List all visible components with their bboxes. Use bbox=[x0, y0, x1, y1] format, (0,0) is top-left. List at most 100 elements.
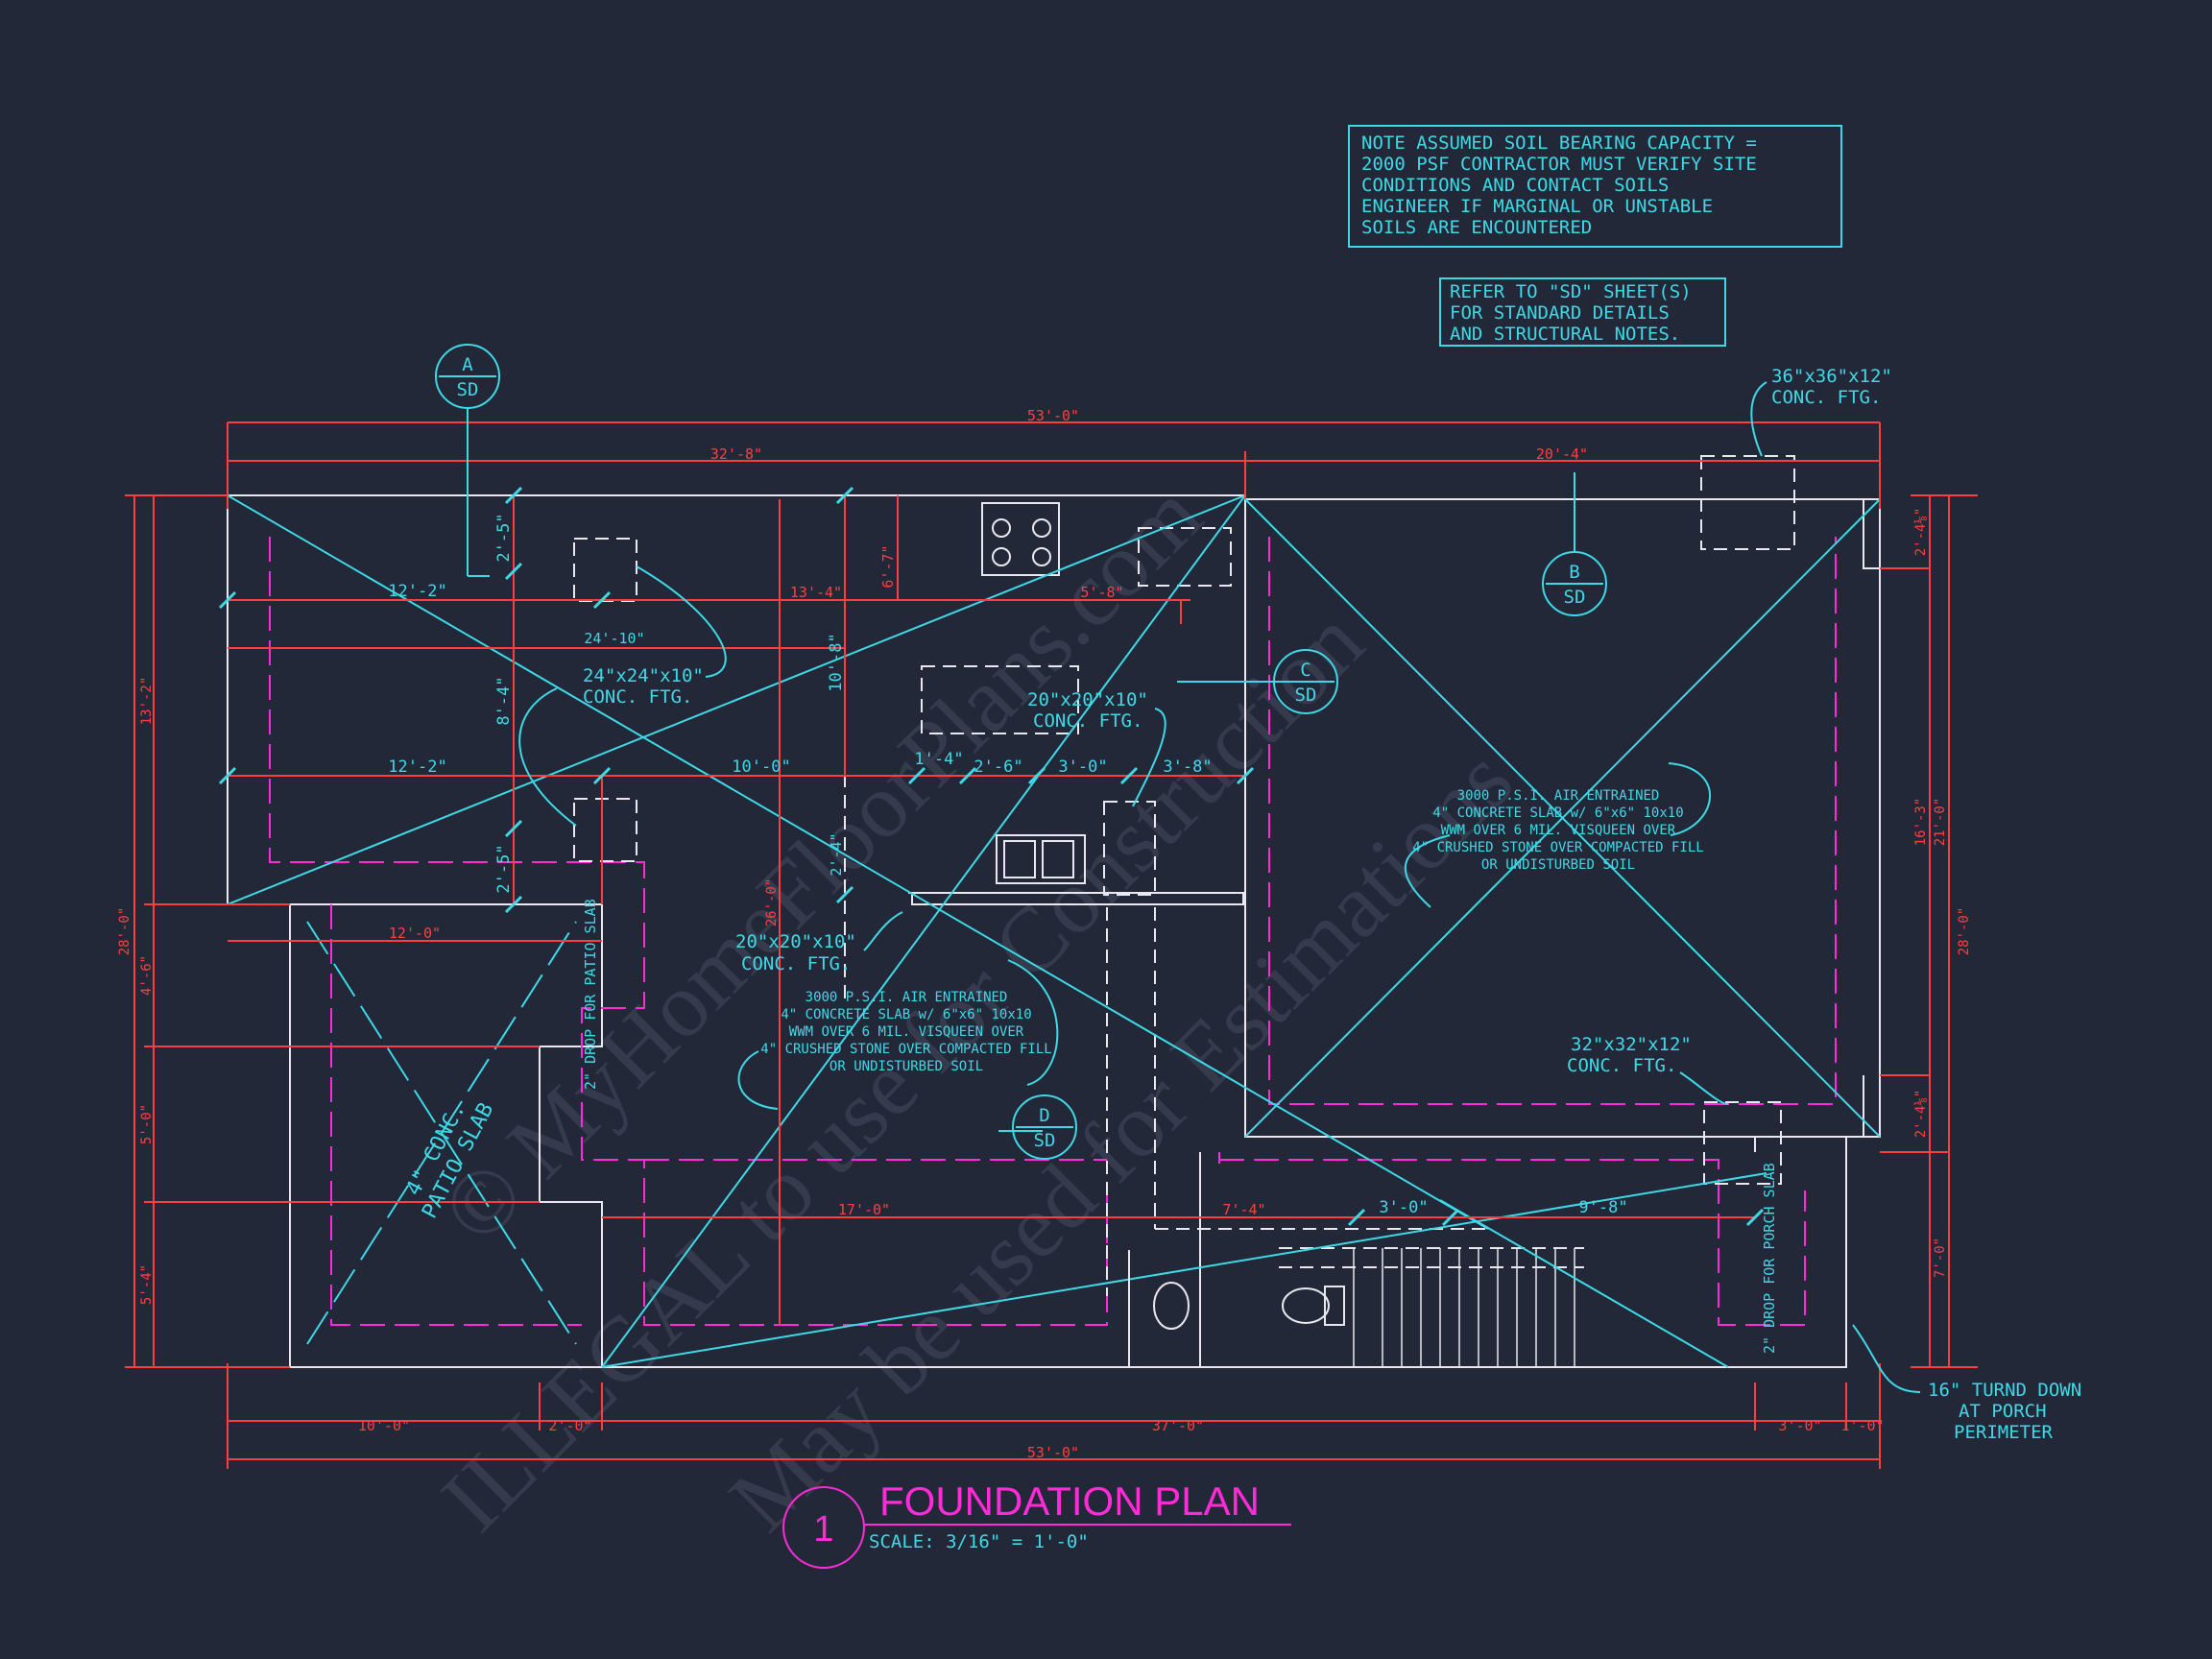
porch-drop-note: 2" DROP FOR PORCH SLAB bbox=[1761, 1163, 1778, 1354]
dim-label: 32'-8" bbox=[710, 445, 762, 463]
footing-label: CONC. FTG. bbox=[741, 953, 851, 974]
dim-label: 2'-4⅛" bbox=[1913, 508, 1929, 557]
slab-note-line: WWM OVER 6 MIL. VISQUEEN OVER bbox=[789, 1024, 1024, 1040]
dim-label: 5'-8" bbox=[1080, 584, 1123, 601]
footing-size: 20"x20"x10" bbox=[1027, 689, 1148, 710]
interior-dimension-labels: 12'-2" 24'-10" 13'-4" 5'-8" 12'-2" 10'-0… bbox=[388, 513, 1627, 1218]
dim-label: 3'-0" bbox=[1778, 1417, 1821, 1434]
dimension-labels: 53'-0" 32'-8" 20'-4" 53'-0" 10'-0" 2'-0"… bbox=[117, 407, 1972, 1461]
slab-diagonals bbox=[227, 494, 1881, 1368]
slab-note-line: OR UNDISTURBED SOIL bbox=[1481, 857, 1635, 873]
section-letter: B bbox=[1569, 562, 1579, 583]
dim-label: 2'-4⅛" bbox=[1913, 1090, 1929, 1139]
dim-label: 5'-4" bbox=[139, 1264, 155, 1305]
dim-label: 3'-8" bbox=[1163, 757, 1212, 777]
dim-label: 10'-0" bbox=[358, 1417, 410, 1434]
detail-number: 1 bbox=[813, 1509, 833, 1550]
dim-label: 53'-0" bbox=[1027, 1444, 1079, 1461]
slab-note-line: WWM OVER 6 MIL. VISQUEEN OVER bbox=[1441, 823, 1676, 838]
dim-label: 28'-0" bbox=[117, 907, 132, 956]
slab-note-line: 4" CONCRETE SLAB w/ 6"x6" 10x10 bbox=[1432, 805, 1683, 821]
footing-label: CONC. FTG. bbox=[583, 686, 692, 708]
dim-label: 13'-4" bbox=[790, 584, 842, 601]
section-sheet: SD bbox=[1564, 587, 1586, 608]
dim-label: 26'-0" bbox=[764, 878, 780, 927]
dim-label: 7'-0" bbox=[1933, 1238, 1948, 1278]
dim-label: 12'-2" bbox=[388, 582, 446, 601]
dim-label: 10'-0" bbox=[732, 757, 790, 777]
soil-note-line: ENGINEER IF MARGINAL OR UNSTABLE bbox=[1361, 196, 1713, 217]
footing-24-box-lower bbox=[573, 798, 637, 862]
footing-24-box bbox=[573, 538, 637, 602]
refer-note-box bbox=[1439, 277, 1726, 347]
section-sheet: SD bbox=[1295, 685, 1317, 706]
refer-note-line: FOR STANDARD DETAILS bbox=[1450, 302, 1670, 324]
footing-callout-36: 36"x36"x12" CONC. FTG. bbox=[1771, 366, 1892, 408]
turndown-line: AT PORCH bbox=[1959, 1401, 2047, 1422]
slab-note-line: 4" CONCRETE SLAB w/ 6"x6" 10x10 bbox=[781, 1007, 1031, 1022]
drawing-scale: SCALE: 3/16" = 1'-0" bbox=[869, 1531, 1089, 1552]
turndown-line: PERIMETER bbox=[1954, 1422, 2054, 1443]
footing-callout-32: 32"x32"x12" CONC. FTG. bbox=[1567, 1034, 1692, 1076]
section-marker-d: D SD bbox=[1012, 1094, 1077, 1160]
section-letter: D bbox=[1039, 1105, 1049, 1126]
dim-label: 5'-0" bbox=[139, 1104, 155, 1144]
footing-callout-20-lower: 20"x20"x10" CONC. FTG. bbox=[735, 931, 856, 974]
dim-label: 12'-0" bbox=[389, 925, 441, 942]
dim-label: 13'-2" bbox=[139, 677, 155, 726]
slab-note-right: 3000 P.S.I. AIR ENTRAINED 4" CONCRETE SL… bbox=[1412, 788, 1703, 873]
slab-note-line: OR UNDISTURBED SOIL bbox=[830, 1059, 983, 1074]
dim-label: 7'-4" bbox=[1222, 1201, 1265, 1218]
section-letter: C bbox=[1300, 660, 1310, 681]
section-marker-c: C SD bbox=[1273, 649, 1338, 714]
dim-label: 37'-0" bbox=[1152, 1417, 1204, 1434]
dim-label: 1'-0" bbox=[1840, 1417, 1884, 1434]
dim-label: 21'-0" bbox=[1933, 798, 1948, 847]
slab-note-line: 3000 P.S.I. AIR ENTRAINED bbox=[1457, 788, 1660, 804]
soil-note-box bbox=[1348, 125, 1842, 248]
callout-leaders bbox=[518, 381, 1921, 1393]
footing-label: CONC. FTG. bbox=[1771, 387, 1881, 408]
dim-label: 53'-0" bbox=[1027, 407, 1079, 424]
dim-label: 3'-0" bbox=[1058, 757, 1107, 777]
footing-36-box bbox=[1700, 455, 1795, 550]
turndown-line: 16" TURND DOWN bbox=[1928, 1380, 2081, 1401]
footing-size: 32"x32"x12" bbox=[1571, 1034, 1692, 1055]
footing-center-box bbox=[921, 665, 1079, 734]
soil-note-line: 2000 PSF CONTRACTOR MUST VERIFY SITE bbox=[1361, 154, 1757, 175]
refer-note: REFER TO "SD" SHEET(S) FOR STANDARD DETA… bbox=[1450, 281, 1692, 345]
drawing-title: FOUNDATION PLAN bbox=[879, 1479, 1260, 1524]
slab-note-line: 4" CRUSHED STONE OVER COMPACTED FILL bbox=[1412, 840, 1703, 855]
footing-size: 36"x36"x12" bbox=[1771, 366, 1892, 387]
soil-note-line: NOTE ASSUMED SOIL BEARING CAPACITY = bbox=[1361, 132, 1757, 154]
patio-drop-note: 2" DROP FOR PATIO SLAB bbox=[582, 899, 599, 1090]
dim-label: 17'-0" bbox=[838, 1201, 890, 1218]
refer-note-line: REFER TO "SD" SHEET(S) bbox=[1450, 281, 1692, 302]
dim-label: 24'-10" bbox=[584, 630, 644, 647]
dim-label: 2'-6" bbox=[974, 757, 1022, 777]
slab-note-line: 3000 P.S.I. AIR ENTRAINED bbox=[805, 990, 1008, 1005]
dim-label: 2'-0" bbox=[548, 1417, 591, 1434]
footing-dashed-lines bbox=[269, 537, 1837, 1326]
soil-note-line: CONDITIONS AND CONTACT SOILS bbox=[1361, 175, 1669, 196]
soil-note: NOTE ASSUMED SOIL BEARING CAPACITY = 200… bbox=[1361, 132, 1757, 238]
dim-label: 4'-6" bbox=[139, 955, 155, 996]
section-marker-leaders bbox=[467, 408, 1575, 1132]
title-block: 1 FOUNDATION PLAN SCALE: 3/16" = 1'-0" bbox=[782, 1479, 1291, 1569]
footing-callout-24: 24"x24"x10" CONC. FTG. bbox=[583, 665, 704, 708]
dim-label: 6'-7" bbox=[879, 544, 897, 588]
footing-label: CONC. FTG. bbox=[1033, 710, 1142, 732]
footing-size: 20"x20"x10" bbox=[735, 931, 856, 952]
dim-label: 28'-0" bbox=[1957, 907, 1972, 956]
slab-note-line: 4" CRUSHED STONE OVER COMPACTED FILL bbox=[760, 1042, 1051, 1057]
section-marker-a: A SD bbox=[435, 344, 500, 409]
dim-label: 9'-8" bbox=[1578, 1198, 1627, 1217]
section-sheet: SD bbox=[457, 379, 479, 400]
dim-label: 1'-4" bbox=[914, 750, 963, 769]
dim-label: 2'-5" bbox=[494, 513, 514, 562]
section-marker-b: B SD bbox=[1542, 551, 1607, 616]
turndown-note: 16" TURND DOWN AT PORCH PERIMETER bbox=[1928, 1380, 2081, 1443]
dim-label: 10'-8" bbox=[827, 633, 846, 691]
refer-note-line: AND STRUCTURAL NOTES. bbox=[1450, 324, 1680, 345]
